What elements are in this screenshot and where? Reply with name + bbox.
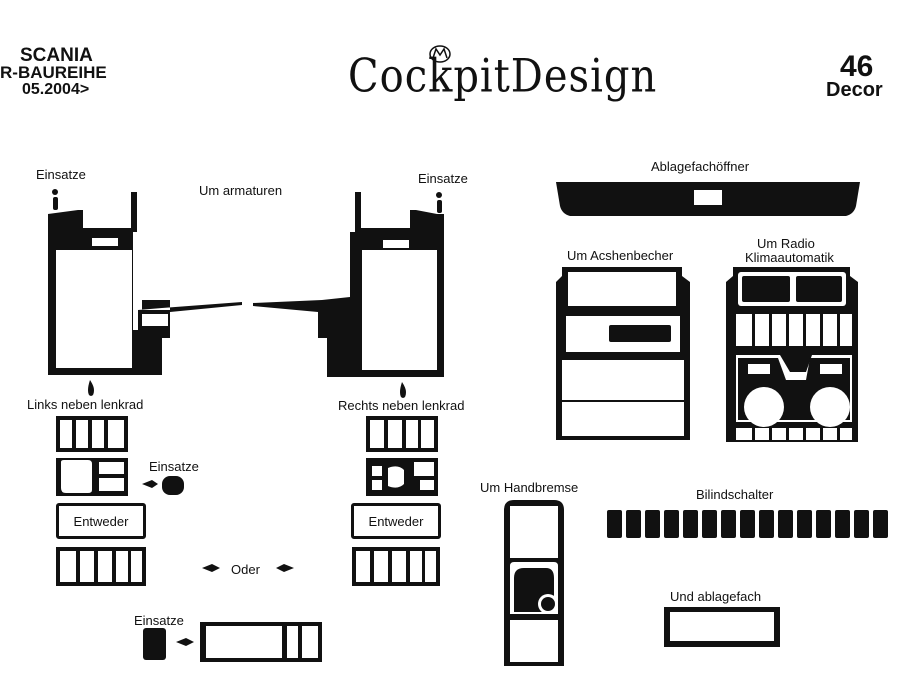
entweder-panel-right: Entweder [351,503,441,539]
series-label: R-BAUREIHE [0,63,107,82]
logo-emblem-icon [428,44,452,64]
label-ablagefach-offner: Ablagefachöffner [651,159,750,174]
ablagefach-opener-strip [556,182,860,216]
left-switch-panel-1 [56,416,128,452]
drop-piece-left [88,380,94,396]
label-einsatze-bottom: Einsatze [134,613,184,628]
right-switch-panel-1 [366,416,438,452]
ashtray-surround [556,267,690,440]
pointer-to-bottom-panel [176,638,194,646]
pointer-oder-right [276,564,294,572]
left-switch-panel-3 [56,547,146,586]
label-um-radio: Um Radio [757,236,815,251]
brand-label: SCANIA [20,45,93,66]
label-klimaautomatik: Klimaautomatik [745,250,834,265]
label-einsatze-mid: Einsatze [149,459,199,474]
decor-label: Decor [826,79,883,101]
right-instrument-surround [253,192,444,377]
blind-switch-row [607,510,888,538]
label-einsatze-top-right: Einsatze [418,171,468,186]
label-und-ablagefach: Und ablagefach [670,589,762,604]
label-um-acshenbecher: Um Acshenbecher [567,248,674,263]
insert-piece-top-right [436,192,442,213]
entweder-panel-left: Entweder [56,503,146,539]
entweder-label-right: Entweder [368,513,424,529]
storage-compartment-frame [664,607,780,647]
cockpitdesign-logo: CockpitDesign [348,50,658,103]
insert-piece-bottom [143,628,166,660]
left-instrument-surround [48,192,242,375]
drop-piece-right [400,382,406,398]
label-oder: Oder [231,562,260,577]
right-switch-panel-2 [366,458,438,496]
pointer-to-insert-mid [142,480,158,488]
label-um-handbremse: Um Handbremse [480,480,579,495]
label-um-armaturen: Um armaturen [199,183,283,198]
label-rechts-neben-lenkrad: Rechts neben lenkrad [338,398,465,413]
catalog-number: 46 [840,50,874,83]
insert-piece-top-left [52,189,58,210]
pointer-oder-left [202,564,220,572]
label-links-neben-lenkrad: Links neben lenkrad [27,397,144,412]
left-switch-panel-2 [56,458,128,496]
bottom-long-panel [200,622,322,662]
right-switch-panel-3 [352,547,440,586]
insert-piece-mid [162,476,184,495]
date-label: 05.2004> [22,81,90,98]
label-bilindschalter: Bilindschalter [696,487,774,502]
label-einsatze-top-left: Einsatze [36,167,86,182]
entweder-label-left: Entweder [73,513,129,529]
